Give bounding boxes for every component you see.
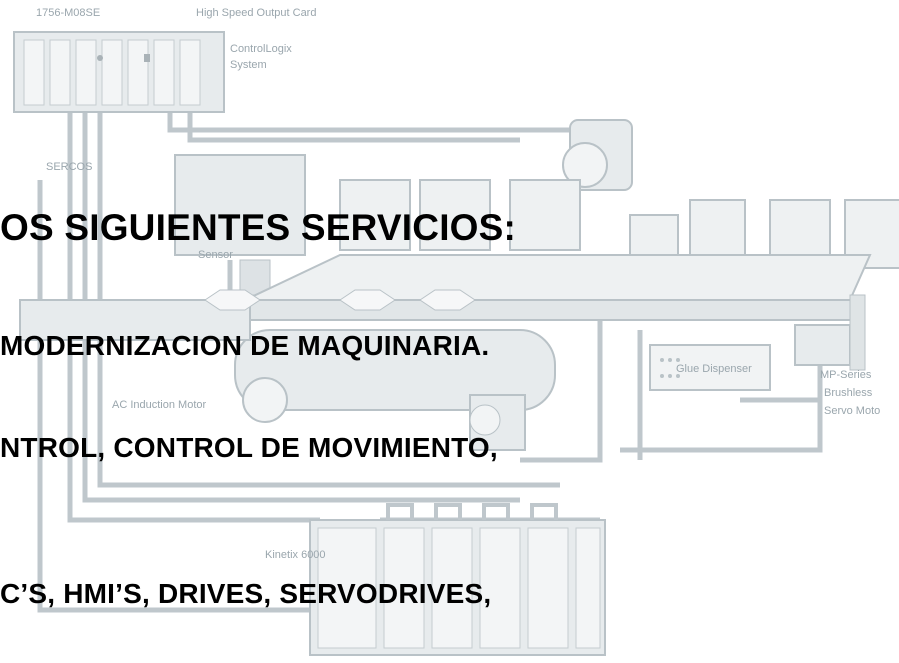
glue-dispenser — [649, 344, 771, 391]
controller-label-2: System — [230, 59, 267, 71]
controller-label-1: ControlLogix — [230, 43, 292, 55]
servo-label-1: MP-Series — [820, 369, 872, 381]
card-label-left: 1756-M08SE — [36, 7, 100, 19]
card-label-right: High Speed Output Card — [196, 7, 316, 19]
glue-dispenser-label: Glue Dispenser — [676, 363, 752, 375]
kinetix-drive-rack — [309, 503, 606, 656]
servo-motor-bottom — [469, 394, 526, 451]
service-line-motion-control: NTROL, CONTROL DE MOVIMIENTO, — [0, 432, 498, 463]
sensor-device — [174, 154, 306, 296]
sercos-label: SERCOS — [46, 161, 92, 173]
service-line-modernization: MODERNIZACION DE MAQUINARIA. — [0, 330, 490, 361]
services-heading: OS SIGUIENTES SERVICIOS: — [0, 207, 517, 248]
ac-motor-label: AC Induction Motor — [112, 399, 206, 411]
servo-motor-top — [562, 119, 633, 191]
conveyor-belt — [19, 254, 872, 423]
servo-label-3: Servo Moto — [824, 405, 880, 417]
servo-label-2: Brushless — [824, 387, 873, 399]
cartons — [339, 179, 899, 269]
mp-series-servo — [794, 294, 866, 371]
kinetix-label: Kinetix 6000 — [265, 549, 326, 561]
service-line-drives: C’S, HMI’S, DRIVES, SERVODRIVES, — [0, 578, 492, 609]
sensor-label: Sensor — [198, 249, 233, 261]
controllogix-rack — [13, 31, 225, 113]
